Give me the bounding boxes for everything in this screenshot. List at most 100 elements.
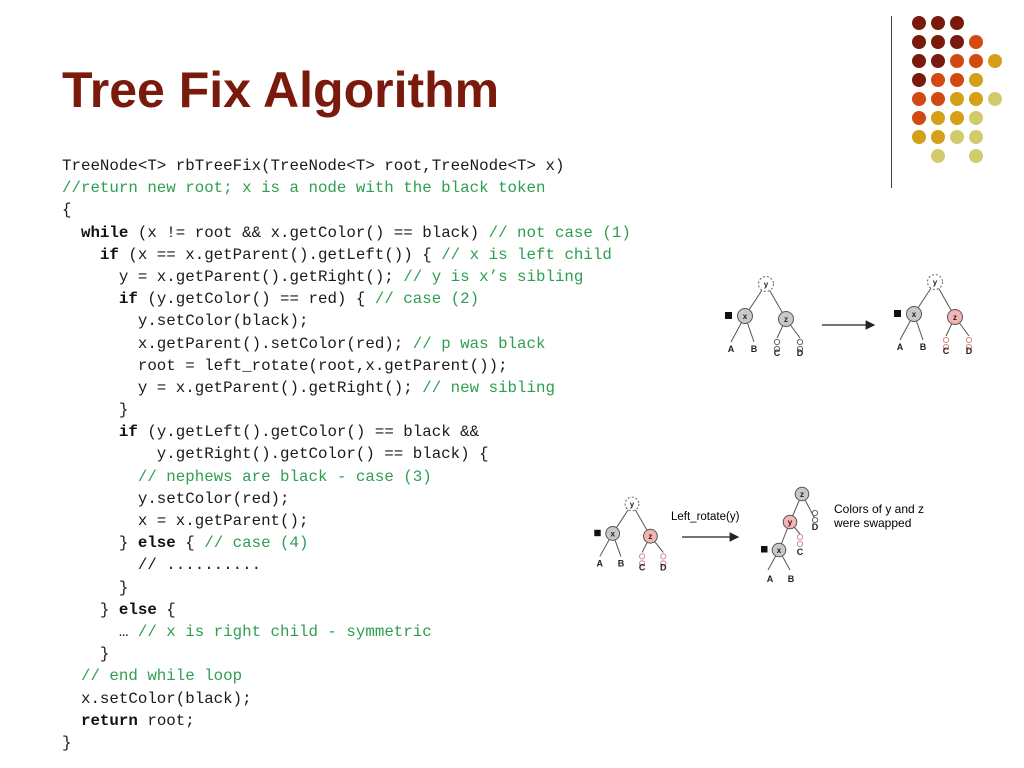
code-text xyxy=(62,667,81,685)
subtree-label-d: D xyxy=(797,348,804,358)
code-text: y.setColor(red); xyxy=(62,489,290,508)
decor-dot xyxy=(950,111,964,125)
tree-edge xyxy=(945,316,956,337)
decor-dot xyxy=(969,54,983,68)
code-line: } xyxy=(62,732,762,754)
nil-leaf xyxy=(773,345,781,353)
swap-note-line-1: Colors of y and z xyxy=(834,502,925,516)
code-line: if (y.getColor() == red) { // case (2) xyxy=(62,288,762,310)
decor-dot xyxy=(969,92,983,106)
code-comment: // end while loop xyxy=(80,667,243,686)
code-line: if (x == x.getParent().getLeft()) { // x… xyxy=(62,244,762,266)
code-text: } xyxy=(62,645,110,664)
code-text xyxy=(62,246,100,264)
decor-dot xyxy=(950,35,964,49)
tree-edge xyxy=(789,521,801,535)
decor-dot xyxy=(931,54,945,68)
code-keyword: return xyxy=(80,711,138,730)
decor-dot xyxy=(912,35,926,49)
nil-leaf xyxy=(796,345,804,353)
code-text: } xyxy=(62,600,119,619)
node-z-label: z xyxy=(784,315,788,324)
code-text xyxy=(62,423,119,441)
decor-dot xyxy=(912,92,926,106)
subtree-label-a: A xyxy=(767,574,774,584)
nil-leaf xyxy=(796,338,804,346)
code-line: } else { // case (4) xyxy=(62,532,762,554)
decor-dot xyxy=(988,54,1002,68)
decor-dot xyxy=(931,149,945,163)
code-comment: // new sibling xyxy=(422,378,555,397)
tree-edge xyxy=(934,281,956,318)
tree-edge xyxy=(767,549,780,571)
code-line: while (x != root && x.getColor() == blac… xyxy=(62,222,762,244)
decor-dot xyxy=(931,92,945,106)
code-text: (y.getLeft().getColor() == black && xyxy=(137,423,480,442)
subtree-label-d: D xyxy=(966,346,973,356)
code-text: { xyxy=(62,201,72,220)
code-line: // end while loop xyxy=(62,665,762,687)
decor-dot xyxy=(988,92,1002,106)
code-line: x = x.getParent(); xyxy=(62,510,762,532)
subtree-label-a: A xyxy=(897,342,904,352)
nil-leaf xyxy=(811,509,819,517)
nil-leaf xyxy=(773,338,781,346)
code-comment: // case (4) xyxy=(204,534,309,553)
tree-edge xyxy=(785,318,801,339)
code-keyword: if xyxy=(118,423,138,442)
code-text xyxy=(62,290,119,308)
decor-dot xyxy=(950,130,964,144)
code-text: } xyxy=(62,534,138,553)
subtree-label-b: B xyxy=(920,342,927,352)
swap-note: Colors of y and z were swapped xyxy=(834,502,964,530)
code-comment: // case (2) xyxy=(374,290,480,309)
decor-dot xyxy=(950,16,964,30)
swap-note-line-2: were swapped xyxy=(834,516,912,530)
code-text: (x != root && x.getColor() == black) xyxy=(128,223,489,242)
decor-dot xyxy=(912,111,926,125)
rotated-node-x xyxy=(771,542,787,558)
decor-dot xyxy=(950,73,964,87)
decor-dot xyxy=(912,130,926,144)
code-text: (x == x.getParent().getLeft()) { xyxy=(118,245,442,264)
subtree-label-b: B xyxy=(788,574,795,584)
nil-leaf xyxy=(965,343,973,351)
code-text: // .......... xyxy=(62,556,262,575)
code-text: y = x.getParent().getRight(); xyxy=(62,267,404,286)
node-z xyxy=(947,309,963,325)
code-text xyxy=(62,468,138,486)
code-comment: // x is left child xyxy=(441,245,612,264)
code-text: … xyxy=(62,622,138,641)
code-keyword: else xyxy=(137,534,176,553)
decor-dot xyxy=(950,54,964,68)
code-line: y.getRight().getColor() == black) { xyxy=(62,443,762,465)
tree-edge xyxy=(913,313,924,341)
code-text xyxy=(62,712,81,730)
node-y xyxy=(927,274,943,290)
decorative-dot-grid xyxy=(912,16,1002,163)
tree-edge xyxy=(954,316,970,337)
nil-leaf xyxy=(811,516,819,524)
code-line: //return new root; x is a node with the … xyxy=(62,177,762,199)
code-line: // .......... xyxy=(62,554,762,576)
decor-dot xyxy=(931,111,945,125)
code-comment: // y is x’s sibling xyxy=(403,267,584,286)
tree-edge xyxy=(801,493,816,520)
code-comment: // nephews are black - case (3) xyxy=(137,467,432,486)
nil-leaf xyxy=(942,343,950,351)
decor-dot xyxy=(969,149,983,163)
code-text: TreeNode<T> rbTreeFix(TreeNode<T> root,T… xyxy=(62,157,565,175)
code-text: } xyxy=(62,578,129,597)
code-line: y = x.getParent().getRight(); // new sib… xyxy=(62,377,762,399)
code-keyword: if xyxy=(118,290,138,309)
decor-dot xyxy=(931,130,945,144)
decor-dot xyxy=(912,54,926,68)
code-text: } xyxy=(62,401,129,420)
code-line: } else { xyxy=(62,599,762,621)
node-y-label: y xyxy=(933,278,938,287)
left-rotate-label: Left_rotate(y) xyxy=(671,511,740,523)
code-keyword: else xyxy=(118,600,157,619)
subtree-label-c: C xyxy=(774,348,781,358)
decor-dot xyxy=(931,35,945,49)
nil-leaf xyxy=(796,540,804,548)
